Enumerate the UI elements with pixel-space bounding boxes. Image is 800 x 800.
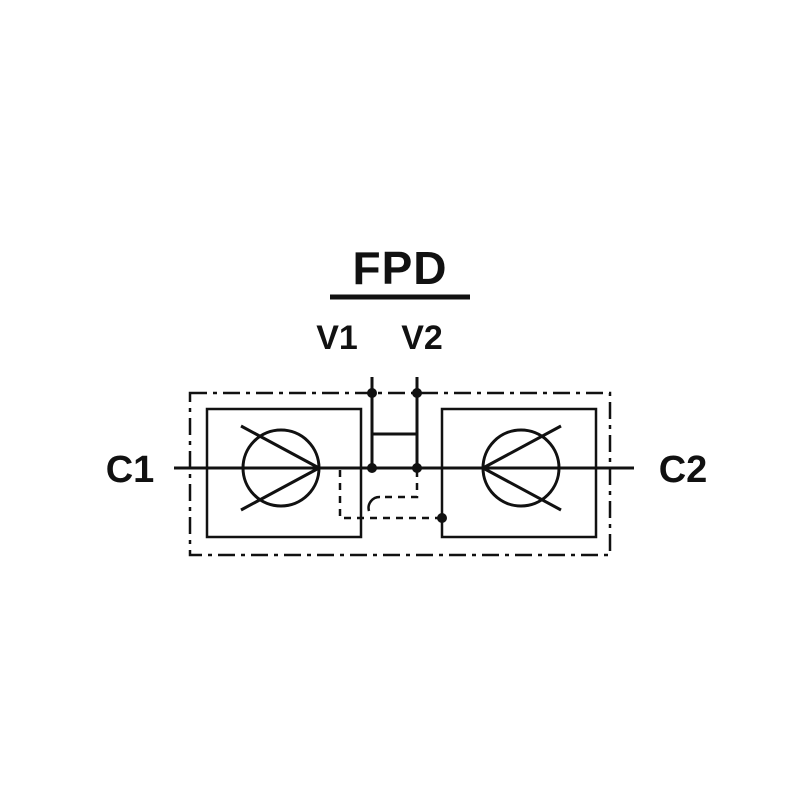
- junction-dot-v1-boundary: [367, 388, 377, 398]
- port-label-v1: V1: [316, 319, 358, 357]
- junction-dot-v2-main: [412, 463, 422, 473]
- check-valve-right-box: [440, 407, 598, 539]
- junction-dot-v2-boundary: [412, 388, 422, 398]
- port-label-c1: C1: [106, 449, 155, 491]
- check-valve-left-box: [205, 407, 363, 539]
- port-label-c2: C2: [659, 449, 708, 491]
- check-valve-left-seat-upper: [240, 424, 320, 470]
- pilot-piston-hook: [367, 495, 381, 512]
- pilot-line-v2-branch: [380, 470, 419, 499]
- check-valve-right-seat-upper: [482, 424, 562, 470]
- port-label-v2: V2: [401, 319, 443, 357]
- junction-dot-v1-main: [367, 463, 377, 473]
- check-valve-left-seat-lower: [240, 466, 320, 512]
- check-valve-right-seat-lower: [482, 466, 562, 512]
- junction-dot-pilot-right: [437, 513, 447, 523]
- diagram-title: FPD: [353, 242, 448, 294]
- valve-body-boundary: [188, 391, 612, 557]
- pilot-line-c1-to-right-valve: [338, 470, 440, 520]
